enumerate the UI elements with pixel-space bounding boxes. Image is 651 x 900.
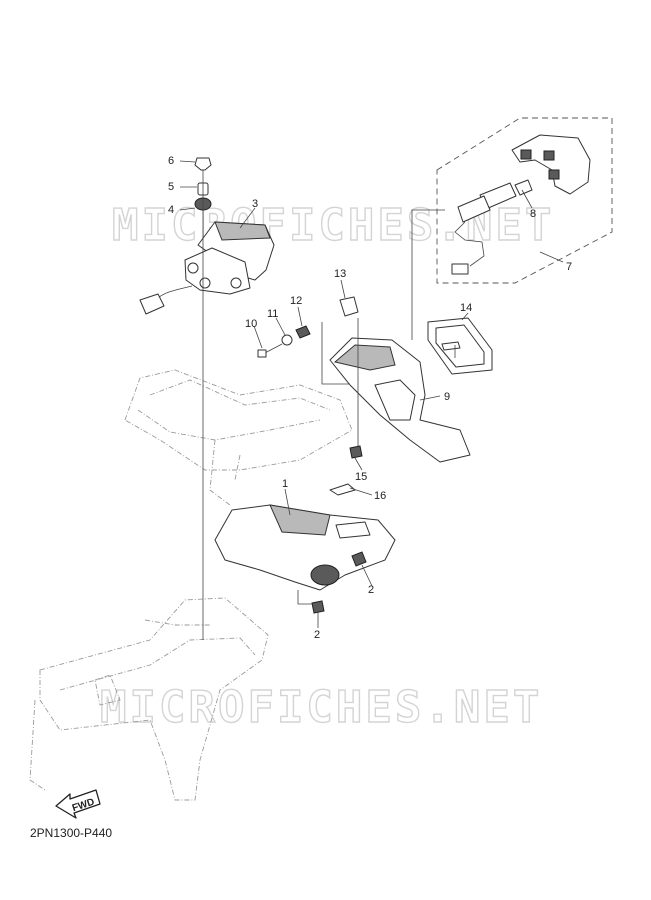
callout-2a: 2: [368, 584, 374, 596]
washer-11: [281, 334, 293, 346]
callout-6: 6: [168, 155, 174, 167]
frame-phantom-lower: [29, 597, 269, 801]
callout-16: 16: [374, 490, 386, 502]
callout-8: 8: [530, 208, 536, 220]
washer-16: [329, 483, 356, 496]
watermark-bottom: MICROFICHES.NET: [100, 682, 542, 733]
assembly-box-7: [436, 117, 613, 284]
callout-14: 14: [460, 302, 472, 314]
callout-leaders: [179, 160, 564, 628]
license-light: [427, 317, 493, 375]
bolt-2a: [351, 551, 367, 567]
mud-guard: [214, 504, 396, 591]
fwd-arrow-icon: FWD: [55, 789, 101, 819]
callout-5: 5: [168, 181, 174, 193]
clip-13: [339, 296, 359, 317]
callout-15: 15: [355, 471, 367, 483]
rear-fender-bracket: [329, 337, 471, 463]
callout-4: 4: [168, 204, 174, 216]
assembly-leaders: [297, 209, 456, 605]
callout-2b: 2: [314, 629, 320, 641]
diagram-code: 2PN1300-P440: [30, 826, 113, 840]
bolt-6: [194, 157, 212, 171]
bolt-2b: [311, 600, 325, 614]
nut-15: [349, 445, 363, 459]
callout-13: 13: [334, 268, 346, 280]
callout-9: 9: [444, 391, 450, 403]
callout-10: 10: [245, 318, 257, 330]
tail-light: [139, 221, 275, 315]
callout-3: 3: [252, 198, 258, 210]
callout-12: 12: [290, 295, 302, 307]
frame-phantom-upper: [124, 369, 353, 506]
turn-signal-assembly: [451, 134, 591, 275]
screw-10: [257, 343, 283, 358]
callout-1: 1: [282, 478, 288, 490]
callout-7: 7: [566, 261, 572, 273]
nut-12: [295, 325, 311, 339]
callout-11: 11: [267, 308, 278, 320]
